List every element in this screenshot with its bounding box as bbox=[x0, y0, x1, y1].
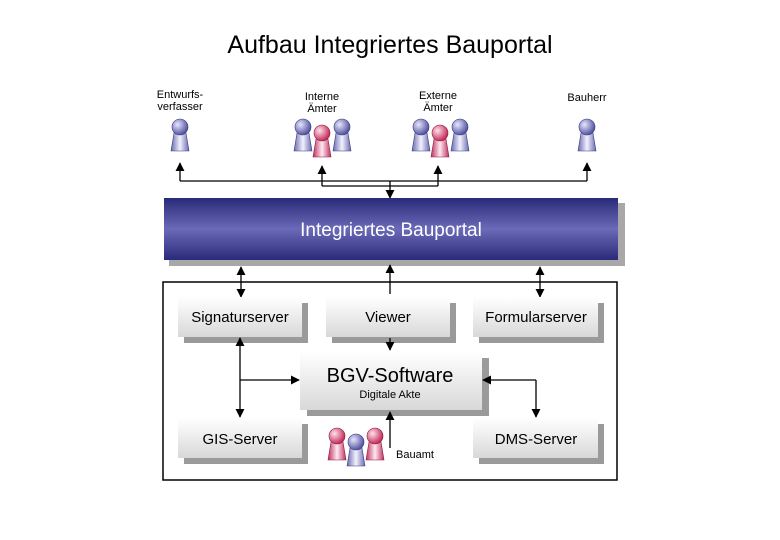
actor-label-interne-1: Interne bbox=[305, 91, 339, 103]
viewer-box: Viewer bbox=[326, 297, 456, 343]
portal-server-connectors bbox=[236, 264, 545, 298]
signaturserver-box: Signaturserver bbox=[178, 297, 308, 343]
portal-label: Integriertes Bauportal bbox=[300, 220, 482, 241]
bauamt-people-icon bbox=[327, 427, 385, 467]
actor-label-bauherr: Bauherr bbox=[567, 92, 606, 104]
actor-label-externe-1: Externe bbox=[419, 90, 457, 102]
bauherr-person-icon bbox=[577, 118, 597, 152]
externe-aemter-people-icon bbox=[411, 118, 470, 158]
entwurfsverfasser-person-icon bbox=[170, 118, 190, 152]
integriertes-bauportal-bar: Integriertes Bauportal bbox=[164, 198, 625, 266]
formularserver-box: Formularserver bbox=[473, 297, 604, 343]
actor-label-entwurfsverfasser-1: Entwurfs- bbox=[157, 89, 204, 101]
gis-server-label: GIS-Server bbox=[202, 431, 277, 448]
dms-server-label: DMS-Server bbox=[495, 431, 578, 448]
bauamt-label: Bauamt bbox=[396, 449, 434, 461]
viewer-label: Viewer bbox=[365, 309, 411, 326]
internal-connectors bbox=[235, 337, 541, 448]
actor-label-interne-2: Ämter bbox=[307, 103, 337, 115]
actor-label-entwurfsverfasser-2: verfasser bbox=[157, 101, 203, 113]
bgv-software-label: BGV-Software bbox=[327, 365, 454, 387]
gis-server-box: GIS-Server bbox=[178, 418, 308, 464]
actor-label-externe-2: Ämter bbox=[423, 102, 453, 114]
formularserver-label: Formularserver bbox=[485, 309, 587, 326]
signaturserver-label: Signaturserver bbox=[191, 309, 289, 326]
bgv-software-box: BGV-Software Digitale Akte bbox=[300, 352, 489, 416]
diagram-title: Aufbau Integriertes Bauportal bbox=[227, 31, 552, 59]
interne-aemter-people-icon bbox=[293, 118, 352, 158]
actor-connectors bbox=[175, 162, 592, 199]
bgv-software-sublabel: Digitale Akte bbox=[359, 389, 420, 401]
dms-server-box: DMS-Server bbox=[473, 418, 604, 464]
